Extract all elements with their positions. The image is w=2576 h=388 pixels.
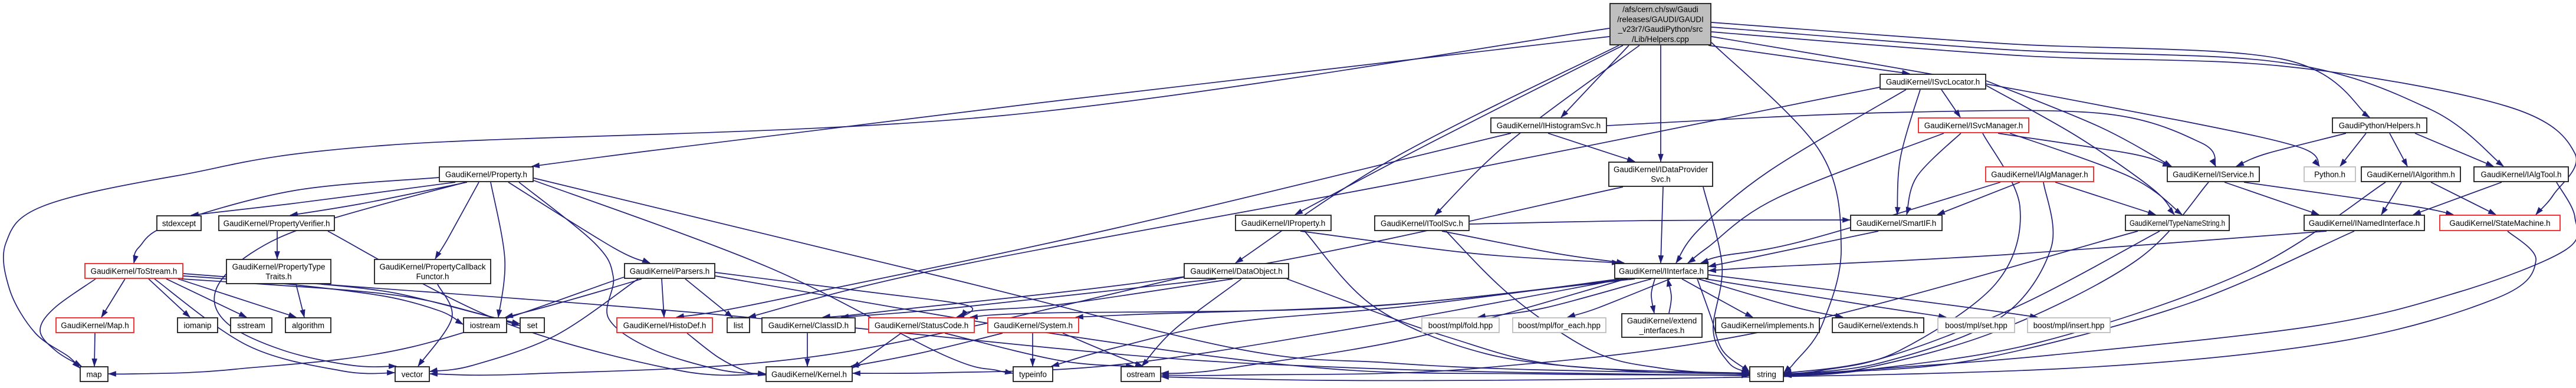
svg-text:GaudiKernel/HistoDef.h: GaudiKernel/HistoDef.h	[623, 321, 707, 330]
svg-text:GaudiKernel/PropertyVerifier.h: GaudiKernel/PropertyVerifier.h	[224, 219, 330, 228]
svg-text:set: set	[527, 321, 538, 330]
svg-text:GaudiKernel/Map.h: GaudiKernel/Map.h	[61, 321, 129, 330]
svg-text:GaudiKernel/ToStream.h: GaudiKernel/ToStream.h	[91, 267, 178, 275]
svg-text:boost/mpl/fold.hpp: boost/mpl/fold.hpp	[1428, 321, 1493, 330]
svg-text:sstream: sstream	[237, 321, 265, 330]
svg-text:Functor.h: Functor.h	[416, 272, 449, 281]
svg-text:Python.h: Python.h	[2314, 170, 2345, 179]
svg-text:Svc.h: Svc.h	[1651, 175, 1671, 184]
svg-text:boost/mpl/for_each.hpp: boost/mpl/for_each.hpp	[1518, 321, 1601, 330]
svg-text:GaudiKernel/extend: GaudiKernel/extend	[1627, 316, 1697, 325]
svg-text:_v23r7/GaudiPython/src: _v23r7/GaudiPython/src	[1618, 25, 1703, 34]
svg-text:iomanip: iomanip	[184, 321, 212, 330]
svg-text:GaudiKernel/PropertyCallback: GaudiKernel/PropertyCallback	[379, 262, 485, 271]
svg-text:GaudiKernel/INamedInterface.h: GaudiKernel/INamedInterface.h	[2309, 219, 2420, 228]
svg-text:list: list	[734, 321, 744, 330]
svg-text:vector: vector	[402, 370, 423, 379]
svg-text:GaudiKernel/Parsers.h: GaudiKernel/Parsers.h	[630, 267, 709, 275]
svg-text:GaudiKernel/IAlgManager.h: GaudiKernel/IAlgManager.h	[1991, 170, 2088, 179]
svg-text:GaudiKernel/ISvcManager.h: GaudiKernel/ISvcManager.h	[1924, 121, 2023, 130]
svg-text:Traits.h: Traits.h	[265, 272, 291, 281]
svg-text:GaudiKernel/StateMachine.h: GaudiKernel/StateMachine.h	[2449, 219, 2550, 228]
svg-text:boost/mpl/set.hpp: boost/mpl/set.hpp	[1945, 321, 2007, 330]
svg-text:GaudiKernel/ISvcLocator.h: GaudiKernel/ISvcLocator.h	[1886, 77, 1980, 86]
svg-text:/releases/GAUDI/GAUDI: /releases/GAUDI/GAUDI	[1617, 15, 1704, 24]
svg-text:map: map	[86, 370, 101, 379]
svg-text:GaudiKernel/Kernel.h: GaudiKernel/Kernel.h	[771, 370, 847, 379]
svg-text:GaudiPython/Helpers.h: GaudiPython/Helpers.h	[2339, 121, 2420, 130]
svg-text:GaudiKernel/SmartIF.h: GaudiKernel/SmartIF.h	[1857, 219, 1936, 228]
svg-text:GaudiKernel/StatusCode.h: GaudiKernel/StatusCode.h	[875, 321, 968, 330]
svg-text:GaudiKernel/IAlgTool.h: GaudiKernel/IAlgTool.h	[2481, 170, 2562, 179]
svg-text:GaudiKernel/IToolSvc.h: GaudiKernel/IToolSvc.h	[1381, 219, 1463, 228]
svg-text:/afs/cern.ch/sw/Gaudi: /afs/cern.ch/sw/Gaudi	[1622, 5, 1698, 14]
svg-text:GaudiKernel/ClassID.h: GaudiKernel/ClassID.h	[768, 321, 849, 330]
svg-text:boost/mpl/insert.hpp: boost/mpl/insert.hpp	[2033, 321, 2105, 330]
svg-text:stdexcept: stdexcept	[162, 219, 196, 228]
svg-text:GaudiKernel/IHistogramSvc.h: GaudiKernel/IHistogramSvc.h	[1497, 121, 1601, 130]
svg-text:GaudiKernel/System.h: GaudiKernel/System.h	[994, 321, 1073, 330]
svg-text:algorithm: algorithm	[292, 321, 324, 330]
svg-text:GaudiKernel/IDataProvider: GaudiKernel/IDataProvider	[1614, 165, 1708, 174]
svg-text:GaudiKernel/implements.h: GaudiKernel/implements.h	[1721, 321, 1814, 330]
svg-text:string: string	[1757, 370, 1776, 379]
svg-text:GaudiKernel/IService.h: GaudiKernel/IService.h	[2173, 170, 2254, 179]
svg-text:GaudiKernel/TypeNameString.h: GaudiKernel/TypeNameString.h	[2130, 219, 2225, 228]
svg-text:GaudiKernel/IAlgorithm.h: GaudiKernel/IAlgorithm.h	[2367, 170, 2455, 179]
svg-text:iostream: iostream	[470, 321, 500, 330]
svg-text:GaudiKernel/DataObject.h: GaudiKernel/DataObject.h	[1190, 267, 1282, 275]
svg-text:typeinfo: typeinfo	[1019, 370, 1047, 379]
svg-text:GaudiKernel/extends.h: GaudiKernel/extends.h	[1838, 321, 1918, 330]
svg-text:_interfaces.h: _interfaces.h	[1639, 326, 1685, 335]
svg-text:ostream: ostream	[1126, 370, 1155, 379]
svg-text:GaudiKernel/PropertyType: GaudiKernel/PropertyType	[232, 262, 326, 271]
svg-text:GaudiKernel/IProperty.h: GaudiKernel/IProperty.h	[1241, 219, 1326, 228]
svg-text:GaudiKernel/Property.h: GaudiKernel/Property.h	[445, 170, 527, 179]
svg-text:/Lib/Helpers.cpp: /Lib/Helpers.cpp	[1632, 35, 1689, 44]
svg-text:GaudiKernel/IInterface.h: GaudiKernel/IInterface.h	[1619, 267, 1704, 275]
